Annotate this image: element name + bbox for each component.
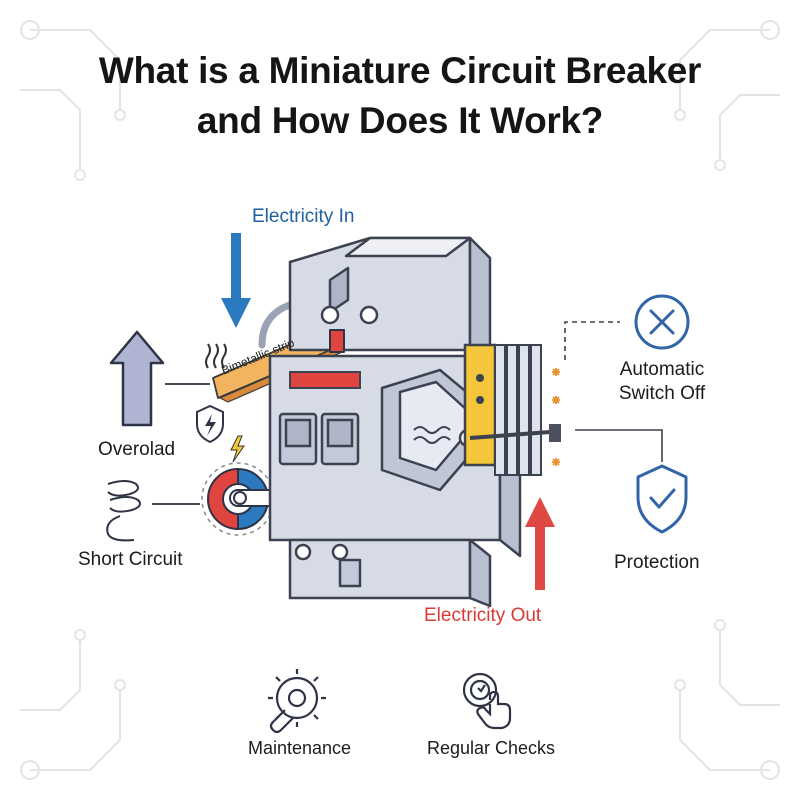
maintenance-label: Maintenance (248, 738, 352, 758)
up-arrow-icon (109, 330, 165, 427)
contact-screw (476, 396, 484, 404)
electricity-out-label: Electricity Out (424, 605, 542, 626)
spark-icons (552, 368, 560, 466)
shield-bolt-icon (196, 404, 224, 444)
x-circle-icon (634, 294, 690, 350)
contact-tip (549, 424, 561, 442)
gear-wrench-icon (268, 669, 326, 734)
protection-connector (575, 429, 663, 462)
overload-label: Overolad (98, 439, 176, 460)
status-indicator-strip (289, 371, 361, 389)
coil-icon (106, 480, 141, 542)
contact-screw (476, 374, 484, 382)
electricity-in-arrow (221, 233, 251, 328)
contact-arm (469, 430, 551, 440)
electricity-out-arrow (525, 497, 555, 590)
lightning-icon (230, 435, 245, 463)
shield-check-icon (636, 464, 688, 534)
toggle-switches (278, 412, 360, 466)
automatic-switch-off-label: Automatic Switch Off (602, 358, 722, 406)
title-line-1: What is a Miniature Circuit Breaker (98, 50, 702, 91)
page-title: What is a Miniature Circuit Breaker and … (0, 46, 800, 146)
automatic-switch-off-line-1: Automatic (619, 359, 705, 380)
switch-off-connector (564, 321, 620, 360)
protection-label: Protection (614, 552, 700, 573)
contact-plate (463, 343, 497, 467)
regular-checks-label: Regular Checks (427, 738, 556, 758)
automatic-switch-off-line-2: Switch Off (618, 383, 706, 404)
title-line-2: and How Does It Work? (196, 100, 604, 141)
heat-waves-icon (205, 343, 227, 369)
arc-chute (494, 344, 542, 476)
short-circuit-label: Short Circuit (78, 549, 183, 570)
hand-pointer-icon (462, 672, 512, 730)
electricity-in-label: Electricity In (252, 206, 355, 227)
